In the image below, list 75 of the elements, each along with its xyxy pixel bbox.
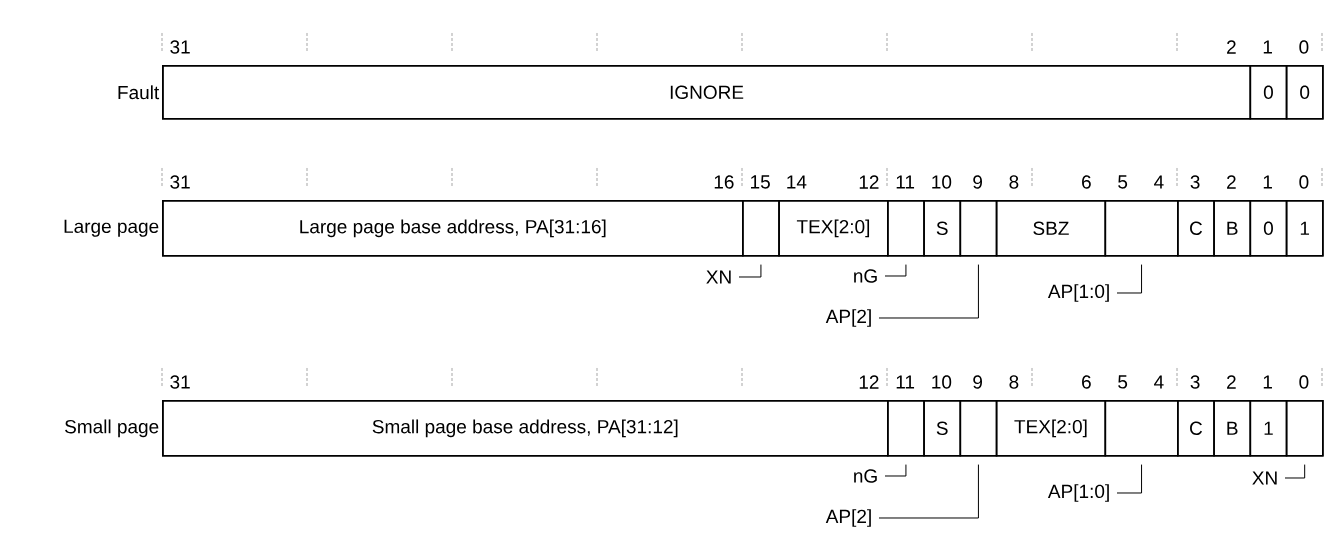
bit-number: 2 xyxy=(1227,40,1236,54)
bit-field: IGNORE xyxy=(162,65,1252,120)
bit-number: 15 xyxy=(751,175,770,189)
bit-field xyxy=(959,200,998,257)
bit-field: C xyxy=(1177,400,1215,457)
bit-field: S xyxy=(923,400,962,457)
bit-number: 8 xyxy=(1009,175,1019,189)
bit-number: 12 xyxy=(859,375,879,389)
bit-field xyxy=(887,200,925,257)
field-name: AP[2] xyxy=(825,509,871,527)
bit-field: 0 xyxy=(1249,200,1288,257)
field-name: AP[1:0] xyxy=(1047,284,1109,302)
bit-field xyxy=(959,400,998,457)
bit-number: 5 xyxy=(1118,175,1128,189)
field-name: nG xyxy=(854,469,877,483)
bit-field: 1 xyxy=(1249,400,1288,457)
bit-field: 0 xyxy=(1249,65,1288,120)
bit-number: 0 xyxy=(1299,175,1309,189)
bit-number: 9 xyxy=(973,375,982,389)
bit-number: 8 xyxy=(1009,375,1019,389)
bit-field: S xyxy=(923,200,962,257)
bit-number: 1 xyxy=(1263,40,1272,54)
bit-number: 4 xyxy=(1154,375,1164,389)
bit-number: 2 xyxy=(1227,375,1236,389)
bit-field xyxy=(742,200,780,257)
bit-number: 10 xyxy=(932,175,952,189)
field-name: XN xyxy=(1252,471,1277,485)
leader-line xyxy=(738,264,762,278)
bit-number: 1 xyxy=(1263,175,1272,189)
field-name: AP[2] xyxy=(825,309,871,327)
field-name: XN xyxy=(706,270,731,284)
field-name: nG xyxy=(854,269,877,283)
leader-line xyxy=(884,264,907,277)
bit-field: TEX[2:0] xyxy=(778,200,889,257)
bit-number: 2 xyxy=(1227,175,1236,189)
leader-line xyxy=(878,264,979,319)
bit-number: 11 xyxy=(896,175,915,189)
bit-number: 3 xyxy=(1190,375,1200,389)
bit-number: 5 xyxy=(1118,375,1128,389)
bit-field: TEX[2:0] xyxy=(995,400,1107,457)
bit-number: 6 xyxy=(1082,375,1091,389)
bit-number: 1 xyxy=(1263,375,1272,389)
bit-field xyxy=(1285,400,1324,457)
bit-number: 11 xyxy=(896,375,915,389)
bit-field: SBZ xyxy=(995,200,1107,257)
bit-field xyxy=(1104,200,1179,257)
bit-field xyxy=(1104,400,1179,457)
leader-line xyxy=(884,464,907,477)
bit-field: Large page base address, PA[31:16] xyxy=(162,200,744,257)
leader-line xyxy=(878,464,979,519)
bit-number: 14 xyxy=(787,175,807,189)
bit-field: B xyxy=(1213,200,1252,257)
bit-field: Small page base address, PA[31:12] xyxy=(162,400,889,457)
bit-number: 12 xyxy=(859,175,879,189)
bit-number: 16 xyxy=(714,175,734,189)
bit-field: C xyxy=(1177,200,1215,257)
bit-number: 6 xyxy=(1082,175,1091,189)
bit-number: 3 xyxy=(1190,175,1200,189)
node-label: Large page xyxy=(64,219,159,237)
bit-number: 0 xyxy=(1299,375,1309,389)
bit-field: 0 xyxy=(1285,65,1324,120)
bit-field xyxy=(887,400,925,457)
bit-field: 1 xyxy=(1285,200,1324,257)
node-label: Small page xyxy=(65,419,159,438)
leader-line xyxy=(1116,264,1143,294)
bit-number: 31 xyxy=(170,175,190,189)
bit-number: 10 xyxy=(932,375,952,389)
leader-line xyxy=(1284,464,1306,479)
leader-line xyxy=(1116,464,1143,494)
bit-number: 4 xyxy=(1154,175,1164,189)
field-name: AP[1:0] xyxy=(1047,484,1109,502)
node-label: Fault xyxy=(118,85,160,100)
bit-number: 9 xyxy=(973,175,982,189)
bit-field: B xyxy=(1213,400,1252,457)
bit-number: 0 xyxy=(1299,40,1309,54)
